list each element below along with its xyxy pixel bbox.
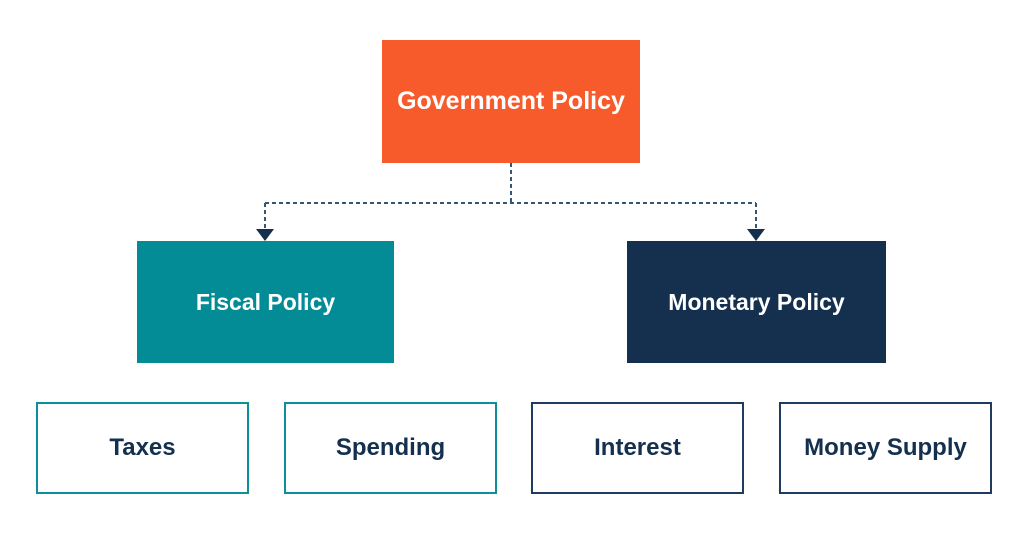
node-spending: Spending [284, 402, 497, 494]
node-interest: Interest [531, 402, 744, 494]
node-label: Fiscal Policy [195, 288, 336, 315]
node-fiscal-policy: Fiscal Policy [137, 241, 394, 363]
node-label: Spending [335, 434, 446, 461]
node-monetary-policy: Monetary Policy [627, 241, 886, 363]
arrowhead-down-right-icon [747, 229, 765, 241]
node-label: Monetary Policy [668, 288, 845, 315]
node-label: Interest [594, 434, 681, 461]
node-money-supply: Money Supply [779, 402, 992, 494]
node-label: Government Policy [397, 87, 625, 115]
node-label: Money Supply [804, 434, 967, 461]
node-government-policy: Government Policy [382, 40, 640, 163]
node-taxes: Taxes [36, 402, 249, 494]
arrowhead-down-left-icon [256, 229, 274, 241]
node-label: Taxes [109, 434, 176, 461]
